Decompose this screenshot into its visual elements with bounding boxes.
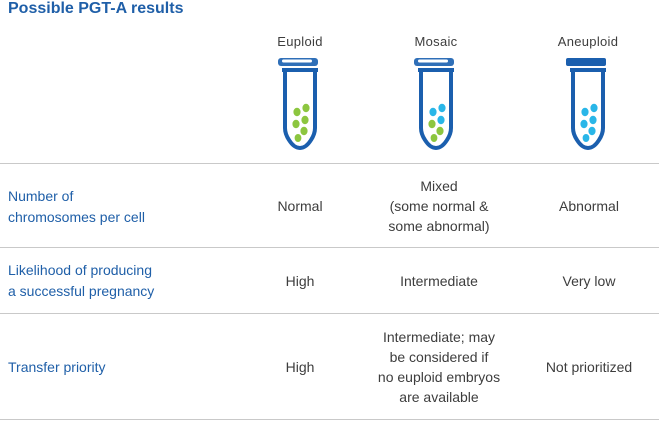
table-cell: Normal [277,197,323,214]
table-cell: Not prioritized [545,358,633,375]
test-tube-blue-cells-icon [566,58,606,150]
table-cell: Mixed (some normal & some abnormal) [388,177,490,234]
row-label-transfer-priority: Transfer priority [8,359,106,375]
table-divider [0,247,659,248]
row-label-chromosomes: Number of chromosomes per cell [8,188,145,225]
table-divider [0,163,659,164]
column-header-mosaic: Mosaic [414,34,458,49]
page-title: Possible PGT-A results [8,0,184,17]
table-cell: High [285,358,315,375]
test-tube-green-cells-icon [278,58,318,150]
table-cell: High [285,272,315,289]
row-label-likelihood: Likelihood of producing a successful pre… [8,262,155,299]
test-tube-mixed-cells-icon [414,58,454,150]
column-header-euploid: Euploid [277,34,323,49]
table-divider [0,419,659,420]
table-cell: Intermediate [400,272,478,289]
table-cell: Very low [562,272,616,289]
column-header-aneuploid: Aneuploid [557,34,619,49]
table-cell: Intermediate; may be considered if no eu… [377,328,501,405]
table-divider [0,313,659,314]
table-cell: Abnormal [559,197,619,214]
